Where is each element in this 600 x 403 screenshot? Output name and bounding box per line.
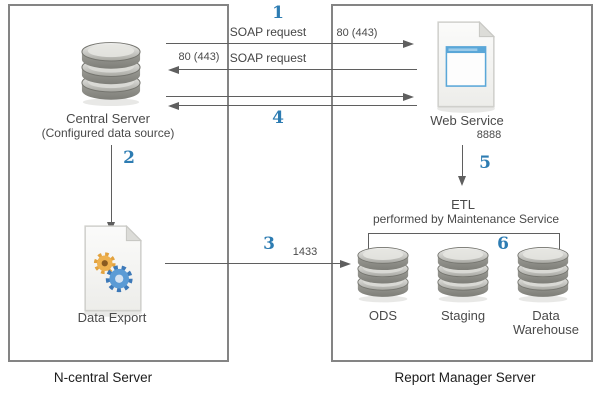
database-icon bbox=[80, 42, 142, 108]
step-number-5: 5 bbox=[479, 153, 491, 173]
report-manager-server-caption: Report Manager Server bbox=[394, 370, 536, 385]
web-service-page-icon bbox=[433, 20, 499, 115]
arrowhead-down-icon bbox=[458, 176, 466, 186]
data-export-label: Data Export bbox=[77, 310, 147, 325]
soap-request-back-port: 80 (443) bbox=[178, 51, 220, 63]
data-export-flow-port: 1433 bbox=[292, 246, 318, 258]
step-number-4: 4 bbox=[272, 108, 284, 128]
central-server-label: Central Server bbox=[66, 111, 150, 126]
soap-request-back-label: SOAP request bbox=[229, 51, 307, 65]
data-warehouse-label: Data Warehouse bbox=[513, 308, 579, 337]
arrow-data-export-to-ods bbox=[165, 263, 341, 264]
n-central-server-box bbox=[8, 4, 229, 362]
etl-label: ETL bbox=[451, 197, 475, 212]
arrow-request-out bbox=[166, 96, 406, 97]
staging-database-icon bbox=[436, 247, 490, 304]
etl-bracket-left-drop bbox=[368, 233, 369, 252]
arrowhead-right-icon bbox=[403, 93, 414, 101]
soap-request-out-port: 80 (443) bbox=[336, 27, 378, 39]
n-central-server-caption: N-central Server bbox=[53, 370, 153, 385]
ods-database-icon bbox=[356, 247, 410, 304]
arrow-central-to-data-export bbox=[111, 145, 112, 223]
arrowhead-right-icon bbox=[403, 40, 414, 48]
etl-sublabel: performed by Maintenance Service bbox=[372, 212, 560, 226]
staging-label: Staging bbox=[440, 308, 486, 323]
step-number-2: 2 bbox=[123, 148, 135, 168]
report-manager-server-box bbox=[331, 4, 593, 362]
etl-bracket-horizontal bbox=[368, 233, 560, 234]
data-warehouse-database-icon bbox=[516, 247, 570, 304]
step-number-1: 1 bbox=[272, 3, 284, 23]
etl-bracket-right-drop bbox=[559, 233, 560, 252]
arrow-soap-request-back bbox=[179, 69, 417, 70]
arrowhead-right-icon bbox=[340, 260, 351, 268]
web-service-port: 8888 bbox=[476, 129, 502, 141]
arrow-response-back bbox=[179, 105, 417, 106]
web-service-label: Web Service bbox=[430, 113, 504, 128]
soap-request-out-label: SOAP request bbox=[229, 25, 307, 39]
step-number-3: 3 bbox=[263, 234, 275, 254]
arrow-soap-request-out bbox=[166, 43, 406, 44]
arrowhead-left-icon bbox=[168, 66, 179, 74]
data-export-gears-icon bbox=[80, 224, 146, 319]
step-number-6: 6 bbox=[497, 234, 509, 254]
arrowhead-left-icon bbox=[168, 102, 179, 110]
ods-label: ODS bbox=[368, 308, 398, 323]
central-server-sublabel: (Configured data source) bbox=[41, 126, 175, 140]
arrow-web-service-to-etl bbox=[462, 145, 463, 177]
